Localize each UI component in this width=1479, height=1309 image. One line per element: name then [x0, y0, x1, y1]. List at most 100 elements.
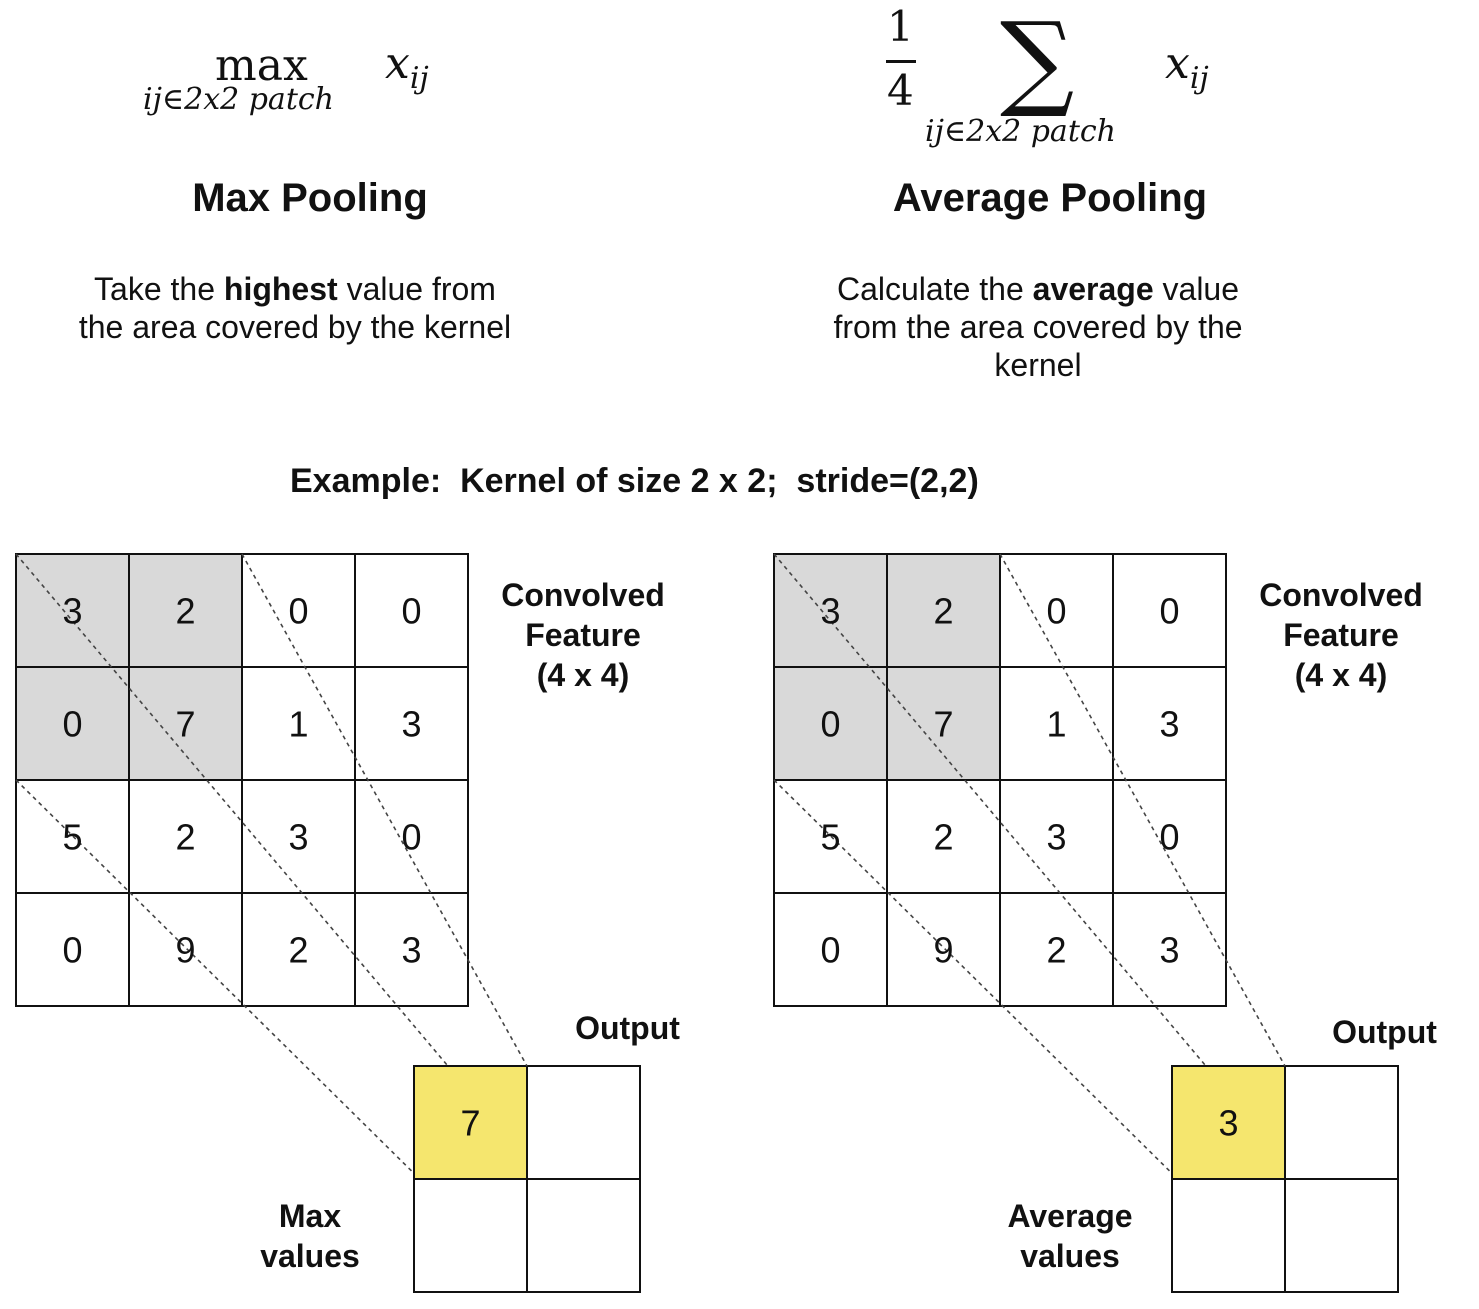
feature-value: 2	[1046, 930, 1066, 971]
feature-label-line: Feature	[525, 617, 641, 653]
avg-operator-subscript: ij∈2x2 patch	[925, 114, 1117, 149]
feature-cell	[886, 666, 1001, 781]
output-cell	[526, 1065, 641, 1180]
max-pooling-description: Take the highest value from the area cov…	[75, 270, 515, 346]
feature-cell	[128, 666, 243, 781]
feature-value: 2	[175, 817, 195, 858]
feature-cell	[999, 553, 1114, 668]
max-values-label: Max values	[240, 1196, 380, 1276]
feature-label-line: (4 x 4)	[536, 657, 630, 693]
feature-label-line: (4 x 4)	[1294, 657, 1388, 693]
feature-cell	[128, 892, 243, 1007]
desc-text: Calculate the	[836, 271, 1033, 307]
feature-cell	[1112, 553, 1227, 668]
output-cell	[1284, 1178, 1399, 1293]
output-value: 3	[1218, 1103, 1238, 1144]
max-output-label: Output	[575, 1010, 680, 1046]
output-cell	[1284, 1065, 1399, 1180]
feature-value: 9	[933, 930, 953, 971]
feature-value: 0	[401, 591, 421, 632]
feature-cell	[773, 892, 888, 1007]
values-label-line: Average	[1007, 1198, 1133, 1234]
max-operator: max	[215, 40, 308, 91]
feature-value: 0	[820, 704, 840, 745]
max-variable: xij	[385, 38, 429, 96]
max-variable-x: x	[385, 38, 410, 89]
feature-cell	[886, 892, 1001, 1007]
max-variable-subscript: ij	[409, 60, 429, 96]
feature-cell	[1112, 892, 1227, 1007]
feature-value: 0	[1159, 591, 1179, 632]
desc-bold: highest	[223, 271, 338, 307]
feature-value: 0	[1046, 591, 1066, 632]
feature-cell	[999, 892, 1114, 1007]
average-output-label: Output	[1332, 1014, 1437, 1050]
feature-value: 3	[401, 930, 421, 971]
feature-value: 2	[175, 591, 195, 632]
avg-fraction-numerator: 1	[887, 2, 914, 51]
output-cell	[413, 1065, 528, 1180]
max-feature-label: Convolved Feature (4 x 4)	[478, 575, 688, 695]
output-cell	[1171, 1065, 1286, 1180]
feature-value: 9	[175, 930, 195, 971]
max-pooling-title: Max Pooling	[192, 176, 428, 220]
feature-value: 3	[401, 704, 421, 745]
feature-cell	[128, 553, 243, 668]
feature-value: 2	[933, 591, 953, 632]
avg-fraction-denominator: 4	[887, 66, 914, 115]
output-cell	[526, 1178, 641, 1293]
avg-variable-subscript: ij	[1189, 60, 1209, 96]
feature-value: 3	[1046, 817, 1066, 858]
feature-cell	[354, 666, 469, 781]
feature-value: 3	[1159, 930, 1179, 971]
feature-cell	[15, 892, 130, 1007]
avg-fraction-bar	[886, 60, 916, 63]
projection-line	[999, 553, 1286, 1067]
feature-value: 7	[175, 704, 195, 745]
desc-text: Take the	[94, 271, 224, 307]
feature-value: 1	[1046, 704, 1066, 745]
output-cell	[413, 1178, 528, 1293]
average-pooling-description: Calculate the average value from the are…	[818, 270, 1258, 384]
feature-label-line: Feature	[1283, 617, 1399, 653]
feature-cell	[773, 553, 888, 668]
feature-value: 3	[62, 591, 82, 632]
avg-sum-operator: ∑	[1000, 0, 1075, 121]
feature-value: 5	[62, 817, 82, 858]
max-operator-subscript: ij∈2x2 patch	[143, 82, 335, 117]
projection-line	[15, 779, 415, 1174]
feature-value: 5	[820, 817, 840, 858]
feature-value: 0	[820, 930, 840, 971]
feature-cell	[354, 553, 469, 668]
feature-value: 3	[288, 817, 308, 858]
average-feature-label: Convolved Feature (4 x 4)	[1236, 575, 1446, 695]
feature-value: 3	[820, 591, 840, 632]
feature-value: 3	[1159, 704, 1179, 745]
average-pooling-diagram: 3 2 0 0 0 7 1 3 5 2 3 0 0 9 2 3 3	[773, 553, 1399, 1293]
desc-text: value from the area covered by the kerne…	[833, 271, 1243, 383]
feature-cell	[999, 779, 1114, 894]
feature-value: 2	[288, 930, 308, 971]
feature-value: 0	[1159, 817, 1179, 858]
desc-text: value from the area covered by the kerne…	[78, 271, 512, 345]
feature-cell	[241, 779, 356, 894]
output-cell	[1171, 1178, 1286, 1293]
values-label-line: values	[260, 1238, 360, 1274]
desc-bold: average	[1032, 271, 1154, 307]
feature-cell	[15, 553, 130, 668]
feature-value: 2	[933, 817, 953, 858]
feature-label-line: Convolved	[501, 577, 665, 613]
avg-variable-x: x	[1165, 38, 1190, 89]
feature-value: 7	[933, 704, 953, 745]
average-pooling-title: Average Pooling	[892, 176, 1208, 220]
feature-cell	[354, 892, 469, 1007]
average-values-label: Average values	[990, 1196, 1150, 1276]
values-label-line: Max	[278, 1198, 342, 1234]
avg-variable: xij	[1165, 38, 1209, 96]
feature-cell	[773, 666, 888, 781]
feature-cell	[886, 553, 1001, 668]
feature-value: 0	[62, 930, 82, 971]
projection-line	[241, 553, 528, 1067]
